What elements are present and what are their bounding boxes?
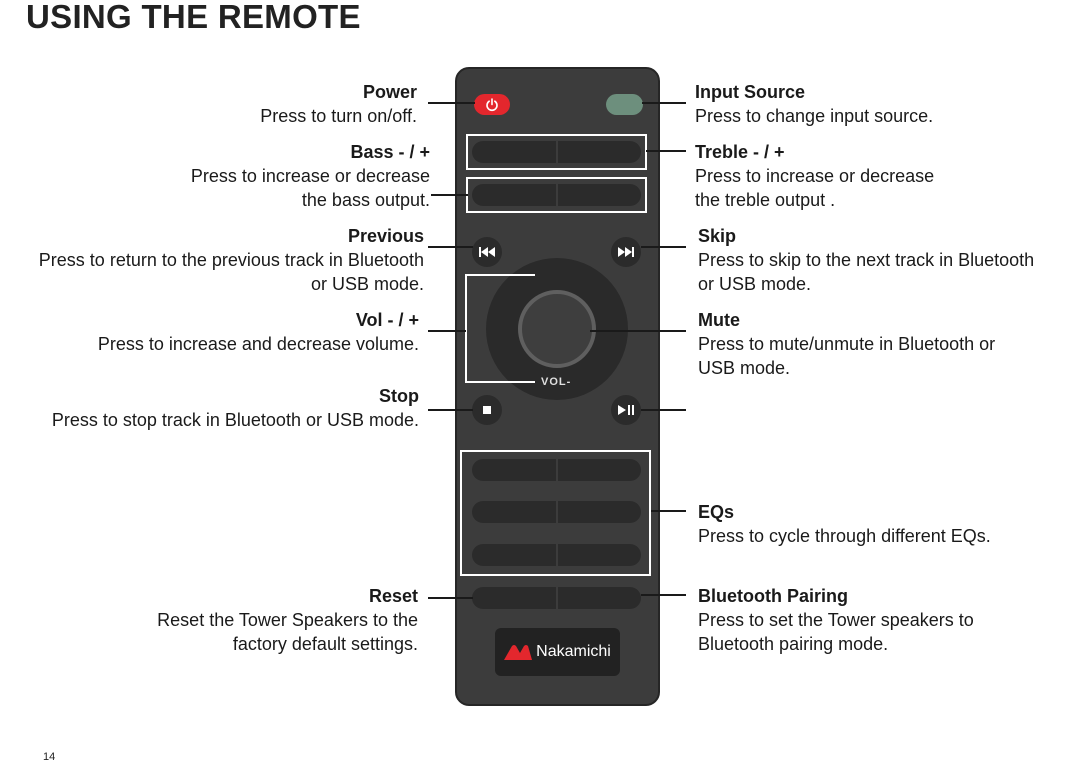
- label-vol: Vol - / + Press to increase and decrease…: [98, 308, 419, 356]
- reset-button[interactable]: [472, 587, 556, 609]
- power-button[interactable]: [474, 94, 510, 115]
- brand-plate: Nakamichi: [495, 628, 620, 676]
- leader-treble: [646, 150, 686, 152]
- bass-plus-button[interactable]: [555, 184, 642, 206]
- label-input-source-head: Input Source: [695, 82, 806, 102]
- leader-previous: [428, 246, 473, 248]
- label-treble: Treble - / + Press to increase or decrea…: [695, 140, 934, 212]
- leader-stop: [428, 409, 473, 411]
- play-pause-icon: [618, 405, 634, 415]
- label-bluetooth-pairing-head: Bluetooth Pairing: [698, 586, 848, 606]
- label-previous-head: Previous: [347, 226, 424, 246]
- label-vol-head: Vol - / +: [355, 310, 419, 330]
- volume-bracket: [465, 274, 535, 383]
- brand-name: Nakamichi: [536, 643, 611, 660]
- eq-button-2[interactable]: [472, 501, 641, 523]
- label-bass: Bass - / + Press to increase or decrease…: [191, 140, 430, 212]
- leader-input-source: [642, 102, 686, 104]
- power-icon: [486, 97, 498, 111]
- bass-button[interactable]: [472, 184, 641, 206]
- next-track-icon: [618, 247, 634, 257]
- label-eqs-head: EQs: [698, 502, 735, 522]
- label-skip: Skip Press to skip to the next track in …: [698, 224, 1034, 296]
- label-mute-desc2: USB mode.: [698, 358, 791, 378]
- previous-track-icon: [479, 247, 495, 257]
- label-treble-head: Treble - / +: [695, 142, 785, 162]
- label-skip-desc2: or USB mode.: [698, 274, 812, 294]
- label-reset: Reset Reset the Tower Speakers to the fa…: [157, 584, 418, 656]
- label-previous-desc1: Press to return to the previous track in…: [38, 250, 424, 270]
- label-bass-desc1: Press to increase or decrease: [190, 166, 430, 186]
- stop-icon: [483, 406, 491, 414]
- label-reset-head: Reset: [368, 586, 418, 606]
- vol-minus-label: VOL-: [541, 376, 572, 388]
- label-treble-desc1: Press to increase or decrease: [695, 166, 935, 186]
- label-eqs: EQs Press to cycle through different EQs…: [698, 500, 991, 548]
- leader-vol: [428, 330, 466, 332]
- label-eqs-desc: Press to cycle through different EQs.: [698, 526, 991, 546]
- label-mute: Mute Press to mute/unmute in Bluetooth o…: [698, 308, 995, 380]
- page-title: USING THE REMOTE: [26, 0, 361, 35]
- label-previous: Previous Press to return to the previous…: [39, 224, 424, 296]
- label-mute-desc1: Press to mute/unmute in Bluetooth or: [698, 334, 996, 354]
- label-previous-desc2: or USB mode.: [310, 274, 424, 294]
- reset-bluetooth-button[interactable]: [472, 587, 641, 609]
- leader-bass: [431, 194, 468, 196]
- input-source-button[interactable]: [606, 94, 643, 115]
- label-bluetooth-pairing-desc1: Press to set the Tower speakers to: [698, 610, 974, 630]
- bass-frame: [466, 177, 647, 213]
- label-stop-desc: Press to stop track in Bluetooth or USB …: [51, 410, 419, 430]
- label-stop-head: Stop: [379, 386, 419, 406]
- label-mute-head: Mute: [698, 310, 740, 330]
- label-skip-desc1: Press to skip to the next track in Bluet…: [698, 250, 1035, 270]
- previous-button[interactable]: [472, 237, 502, 267]
- label-bluetooth-pairing: Bluetooth Pairing Press to set the Tower…: [698, 584, 974, 656]
- label-skip-head: Skip: [698, 226, 737, 246]
- label-power: Power Press to turn on/off.: [260, 80, 417, 128]
- label-power-desc: Press to turn on/off.: [260, 106, 417, 126]
- eqs-frame: [460, 450, 651, 576]
- treble-plus-button[interactable]: [555, 141, 642, 163]
- treble-frame: [466, 134, 647, 170]
- leader-bluetooth-pairing: [641, 594, 686, 596]
- label-input-source: Input Source Press to change input sourc…: [695, 80, 933, 128]
- eq-button-1-right[interactable]: [555, 459, 642, 481]
- leader-skip: [641, 246, 686, 248]
- label-input-source-desc: Press to change input source.: [695, 106, 934, 126]
- eq-button-3[interactable]: [472, 544, 641, 566]
- eq-button-3-right[interactable]: [555, 544, 642, 566]
- leader-eqs: [651, 510, 686, 512]
- stop-button[interactable]: [472, 395, 502, 425]
- label-vol-desc: Press to increase and decrease volume.: [97, 334, 419, 354]
- leader-mute: [590, 330, 686, 332]
- treble-button[interactable]: [472, 141, 641, 163]
- label-reset-desc1: Reset the Tower Speakers to the: [157, 610, 418, 630]
- nakamichi-logo-icon: [504, 645, 533, 660]
- label-reset-desc2: factory default settings.: [232, 634, 418, 654]
- label-bass-head: Bass - / +: [350, 142, 430, 162]
- label-power-head: Power: [362, 82, 417, 102]
- label-treble-desc2: the treble output .: [695, 190, 836, 210]
- skip-button[interactable]: [611, 237, 641, 267]
- label-stop: Stop Press to stop track in Bluetooth or…: [52, 384, 419, 432]
- page-number: 14: [43, 751, 56, 763]
- leader-play-pause: [641, 409, 686, 411]
- eq-button-2-right[interactable]: [555, 501, 642, 523]
- mute-button[interactable]: [518, 290, 596, 368]
- leader-reset: [428, 597, 473, 599]
- label-bass-desc2: the bass output.: [301, 190, 430, 210]
- bluetooth-pairing-button[interactable]: [555, 587, 642, 609]
- play-pause-button[interactable]: [611, 395, 641, 425]
- eq-button-1[interactable]: [472, 459, 641, 481]
- label-bluetooth-pairing-desc2: Bluetooth pairing mode.: [698, 634, 889, 654]
- leader-power: [428, 102, 475, 104]
